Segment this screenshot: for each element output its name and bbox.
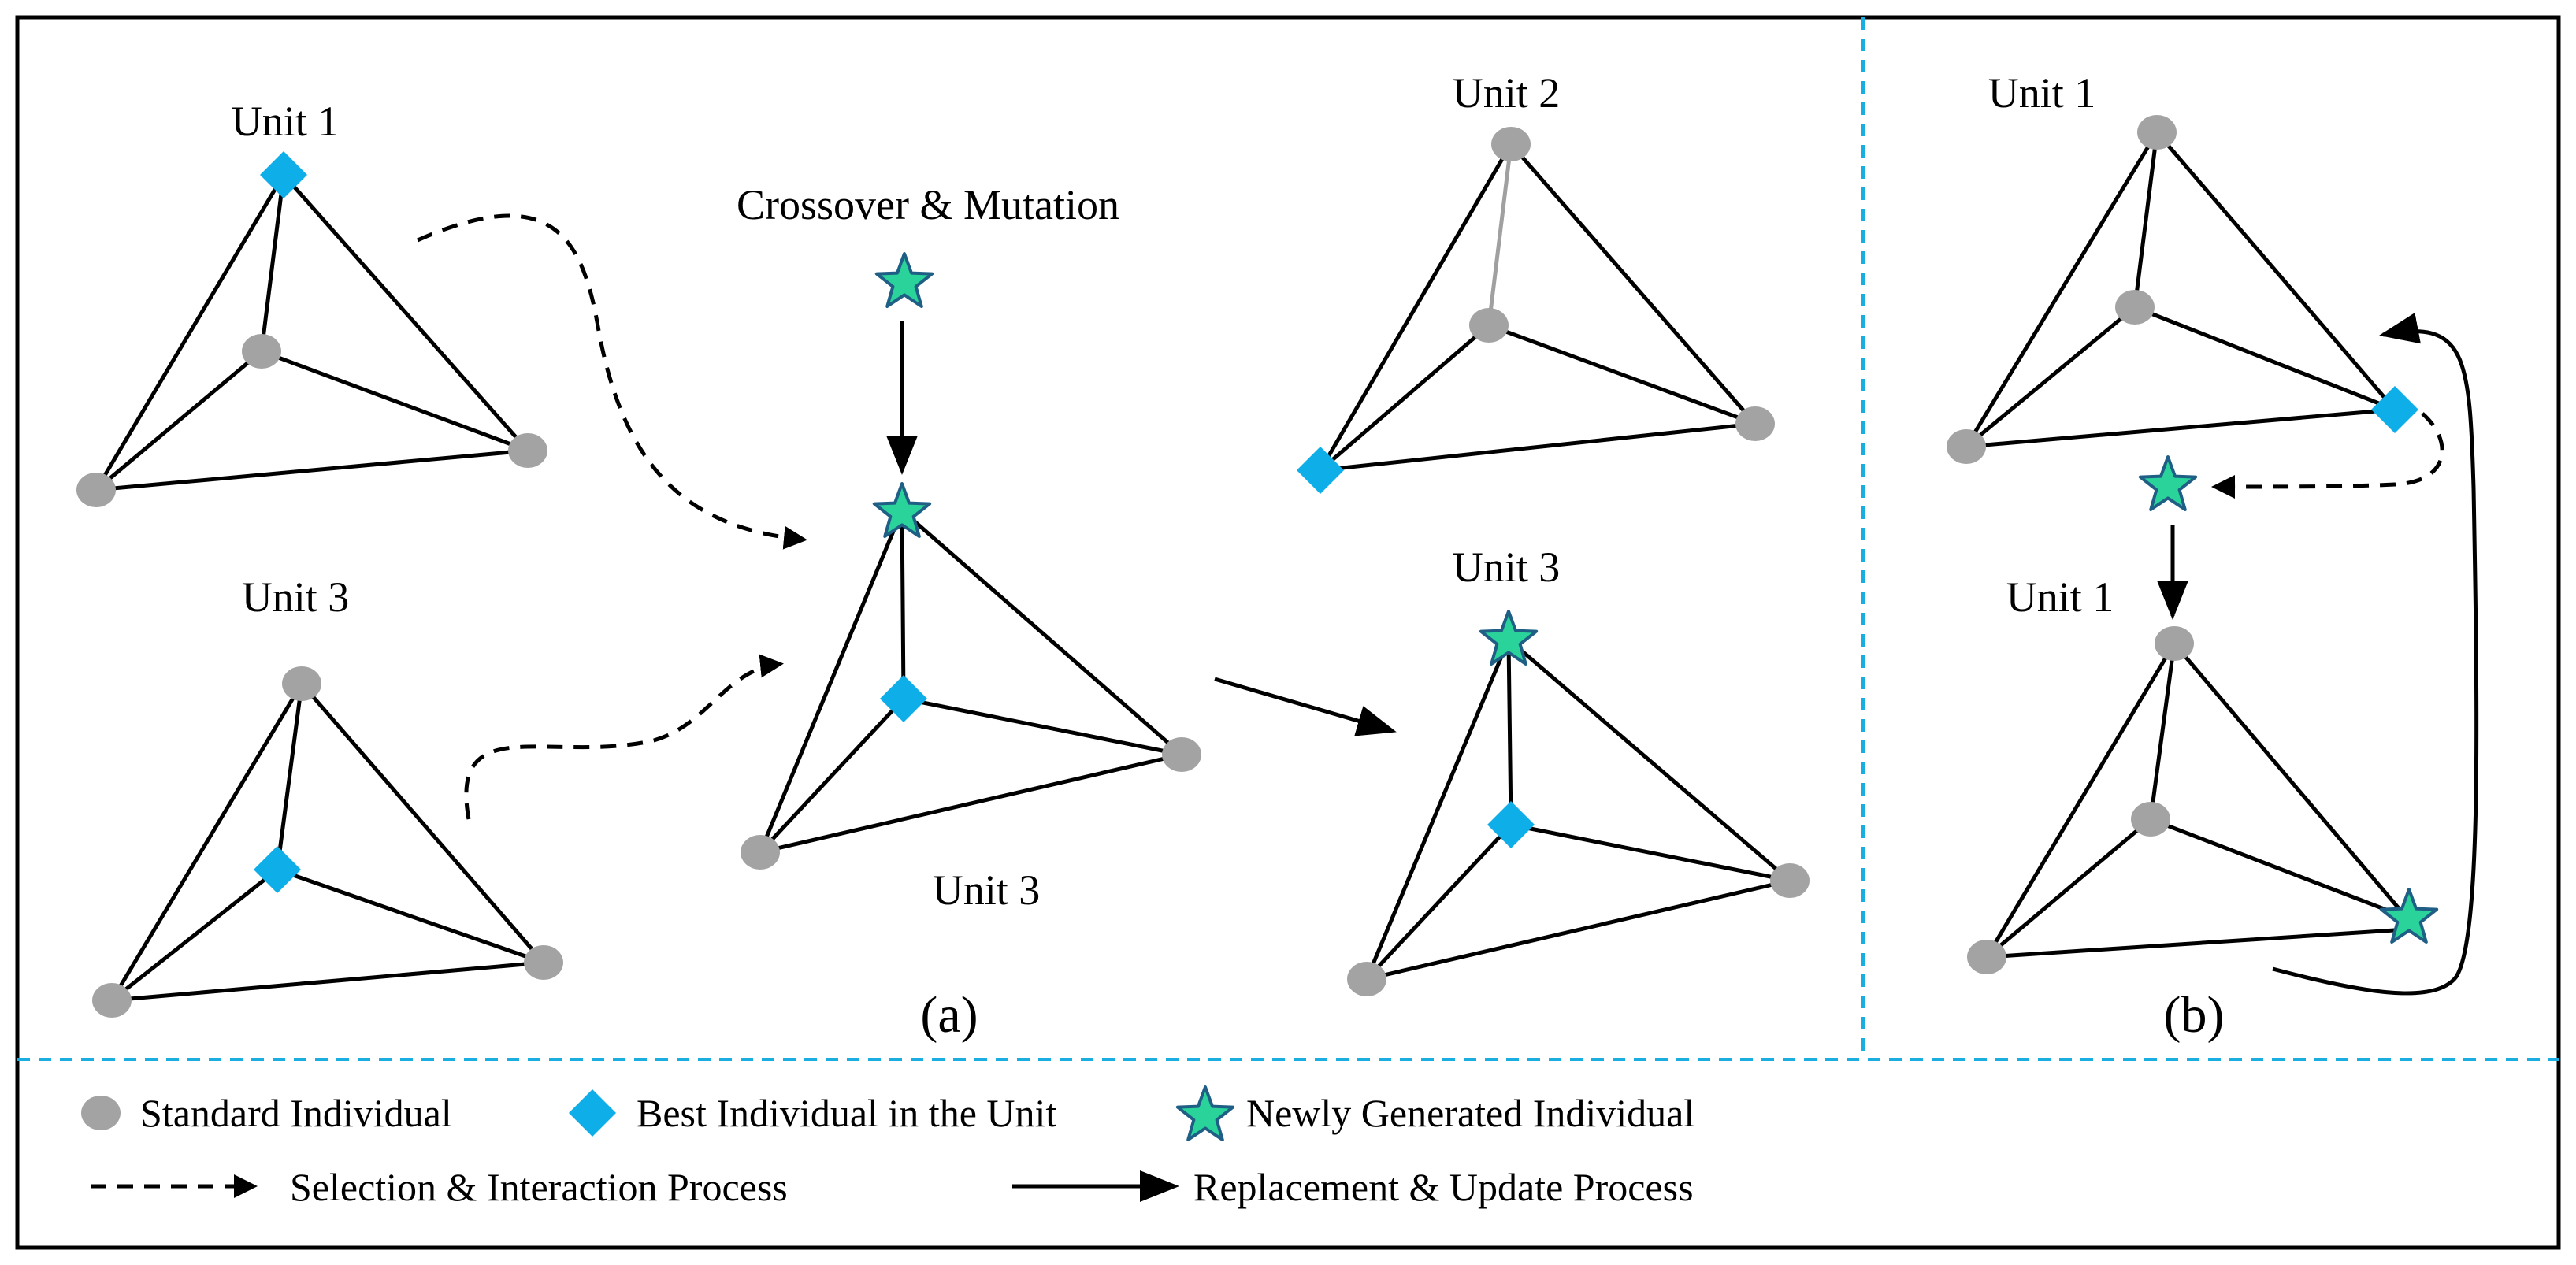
selection-arrow-from-unit3 <box>464 654 784 820</box>
label-b-unit1-bottom: Unit 1 <box>2006 573 2114 621</box>
label-unit3-center: Unit 3 <box>933 866 1041 914</box>
selection-arrow-from-unit1 <box>416 213 807 550</box>
graph-unit3-bottom-left: Unit 3 <box>92 573 563 1018</box>
panel-b-label: (b) <box>2164 986 2225 1044</box>
standard-individual-node <box>282 666 321 701</box>
standard-individual-node <box>524 945 563 980</box>
graph-unit3-bottom-right: Unit 3 <box>1347 543 1810 996</box>
label-crossover-mutation: Crossover & Mutation <box>737 181 1119 228</box>
label-unit3-bottom-left: Unit 3 <box>242 573 350 621</box>
graph-b-unit1-bottom: Unit 1 <box>1967 573 2439 974</box>
standard-individual-node <box>2131 802 2170 837</box>
best-individual-diamond <box>880 675 927 722</box>
legend-standard-icon <box>81 1096 121 1130</box>
standard-individual-node <box>1735 406 1775 441</box>
legend-new-label: Newly Generated Individual <box>1246 1091 1694 1135</box>
standard-individual-node <box>1770 863 1810 898</box>
update-loop-arrow <box>2272 312 2479 996</box>
standard-individual-node <box>508 433 547 468</box>
standard-individual-node <box>76 473 116 507</box>
legend-standard-label: Standard Individual <box>140 1091 452 1135</box>
standard-individual-node <box>1967 940 2006 974</box>
best-individual-diamond <box>260 151 307 198</box>
label-unit2-top-right: Unit 2 <box>1453 69 1561 117</box>
standard-individual-node <box>92 983 132 1018</box>
standard-individual-node <box>1947 429 1986 464</box>
graph-unit2-top-right: Unit 2 <box>1297 69 1775 494</box>
label-b-unit1-top: Unit 1 <box>1988 69 2096 117</box>
best-individual-diamond <box>1487 801 1535 848</box>
standard-individual-node <box>1347 962 1386 996</box>
standard-individual-node <box>741 835 780 870</box>
legend-best-icon <box>569 1089 616 1137</box>
standard-individual-node <box>242 334 281 369</box>
label-unit3-bottom-right: Unit 3 <box>1453 543 1561 591</box>
label-unit1-top-left: Unit 1 <box>232 98 340 145</box>
legend-replacement-label: Replacement & Update Process <box>1193 1165 1694 1209</box>
best-individual-diamond <box>254 846 301 893</box>
newly-generated-star <box>1479 610 1539 666</box>
legend: Standard Individual Best Individual in t… <box>81 1085 1694 1209</box>
best-individual-diamond <box>2371 386 2418 433</box>
legend-selection-label: Selection & Interaction Process <box>290 1165 788 1209</box>
legend-best-label: Best Individual in the Unit <box>637 1091 1056 1135</box>
figure-frame <box>15 15 2561 1250</box>
newly-generated-star <box>2379 888 2439 944</box>
standard-individual-node <box>2137 115 2177 150</box>
selection-arrow-b <box>2211 412 2444 499</box>
graph-unit1-top-left: Unit 1 <box>76 98 547 507</box>
replacement-arrow <box>1214 677 1397 736</box>
standard-individual-node <box>1162 737 1201 772</box>
graph-unit3-center: Unit 3 <box>741 482 1201 914</box>
newly-generated-star <box>874 252 934 308</box>
legend-new-icon <box>1175 1085 1235 1141</box>
newly-generated-star <box>2138 455 2198 511</box>
standard-individual-node <box>1469 308 1509 343</box>
best-individual-diamond <box>1297 447 1344 494</box>
standard-individual-node <box>2155 626 2194 661</box>
graph-b-unit1-top: Unit 1 <box>1947 69 2418 464</box>
newly-generated-star <box>872 482 932 538</box>
standard-individual-node <box>2115 290 2155 325</box>
standard-individual-node <box>1491 127 1531 161</box>
panel-a-label: (a) <box>920 986 978 1044</box>
